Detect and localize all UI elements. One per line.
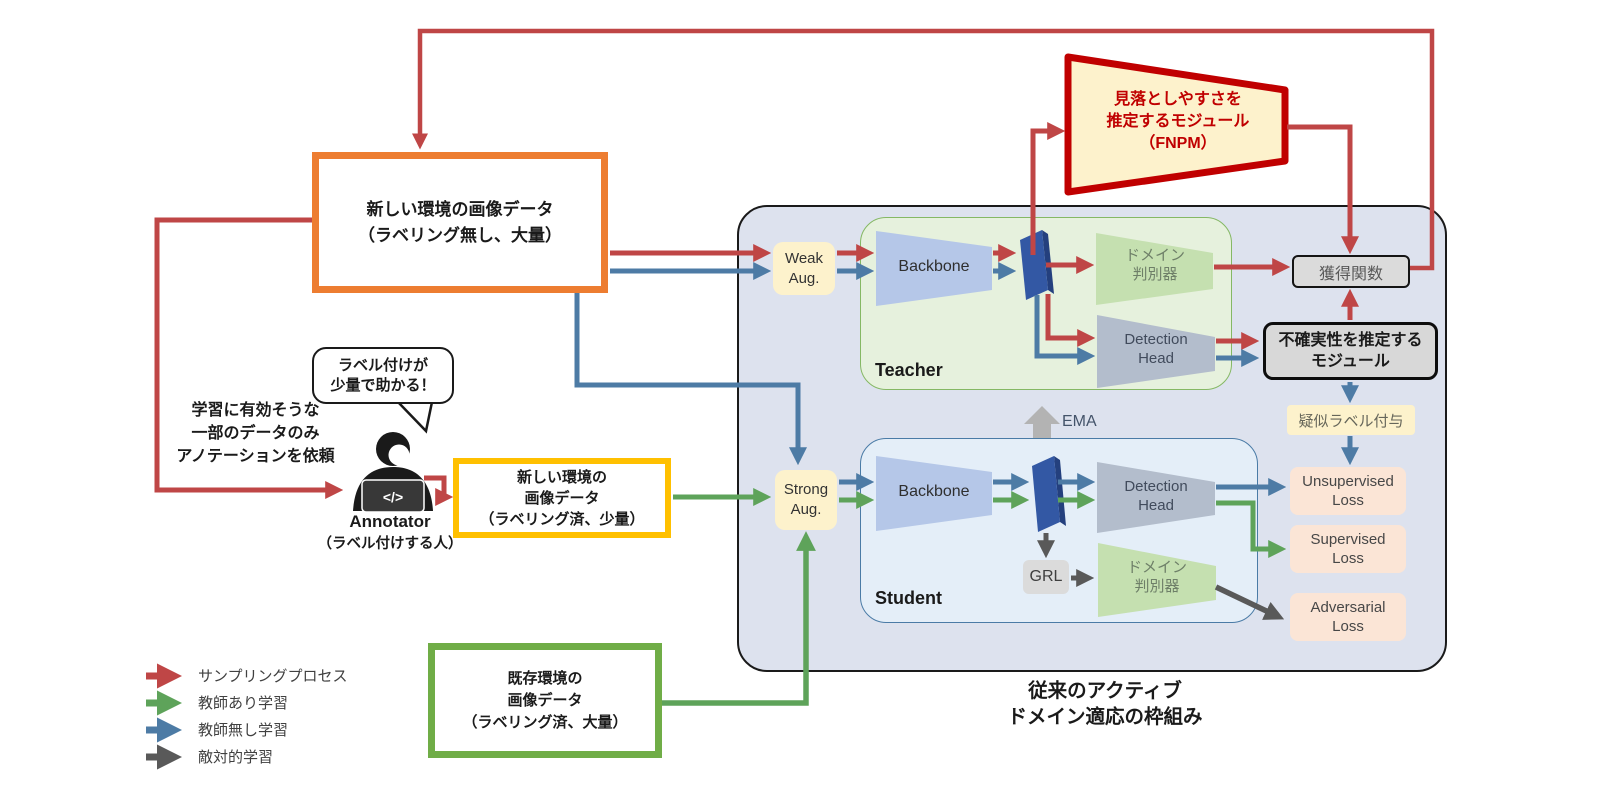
student-domain-discriminator-shape	[1098, 543, 1216, 617]
weak-aug-line1: Weak	[784, 249, 824, 267]
labeled-new-line1: 新しい環境の	[516, 468, 607, 486]
adversarial-arrows	[1037, 533, 1285, 620]
teacher-domain-discriminator-shape	[1096, 233, 1213, 305]
framework-caption: 従来のアクティブ ドメイン適応の枠組み	[955, 678, 1255, 730]
labeled-new-line3: （ラベリング済、少量）	[479, 510, 645, 528]
student-detection-head-shape	[1097, 462, 1215, 533]
acquisition-function-box: 獲得関数	[1292, 255, 1410, 288]
source-line3: （ラベリング済、大量）	[462, 713, 628, 731]
ema-label: EMA	[1062, 413, 1097, 430]
pseudo-label-box: 疑似ラベル付与	[1287, 405, 1415, 435]
request-line3: アノテーションを依頼	[176, 448, 335, 465]
uncertainty-module-box: 不確実性を推定する モジュール	[1263, 322, 1438, 380]
strong-aug-line2: Aug.	[790, 501, 822, 518]
caption-line2: ドメイン適応の枠組み	[1007, 706, 1203, 728]
annotator-icon: </>	[353, 432, 433, 513]
student-title: Student	[875, 588, 942, 608]
teacher-backbone-label: Backbone	[898, 258, 970, 275]
ema-arrow-icon	[1024, 406, 1060, 438]
legend-arrows	[146, 663, 183, 770]
unsupervised-loss-box: Unsupervised Loss	[1290, 467, 1406, 515]
source-line2: 画像データ	[507, 691, 583, 709]
student-disc-line1: ドメイン	[1126, 559, 1187, 576]
student-head-line2: Head	[1138, 497, 1174, 514]
source-line1: 既存環境の	[507, 669, 583, 687]
annotation-request-text: 学習に有効そうな 一部のデータのみ アノテーションを依頼	[158, 399, 353, 468]
teacher-feature-slab	[1020, 230, 1054, 300]
speech-line1: ラベル付けが	[337, 356, 428, 374]
fnpm-line1: 見落としやすさを	[1114, 91, 1242, 108]
student-discriminator-label: ドメイン 判別器	[1098, 558, 1216, 596]
speech-bubble-tail	[395, 400, 434, 434]
fnpm-line2: 推定するモジュール	[1106, 113, 1250, 130]
laptop-code-icon: </>	[383, 489, 403, 505]
uncertainty-line2: モジュール	[1311, 353, 1390, 370]
labeled-target-data-box: 新しい環境の 画像データ （ラベリング済、少量）	[453, 458, 671, 538]
legend-unsupervised-label: 教師無し学習	[198, 722, 289, 739]
student-detection-head-label: Detection Head	[1097, 477, 1215, 515]
sampling-arrows	[154, 28, 1435, 506]
legend-adversarial-label: 敵対的学習	[198, 749, 274, 766]
annotator-label: Annotator （ラベル付けする人）	[308, 512, 472, 553]
teacher-title: Teacher	[875, 360, 943, 380]
sup-loss-line2: Loss	[1332, 550, 1364, 567]
teacher-disc-line1: ドメイン	[1124, 247, 1185, 264]
teacher-head-line2: Head	[1138, 350, 1174, 367]
student-disc-line2: 判別器	[1134, 578, 1180, 595]
teacher-disc-line2: 判別器	[1132, 266, 1178, 283]
student-backbone-shape	[876, 456, 992, 531]
strong-aug-box: Strong Aug.	[775, 470, 837, 530]
unsupervised-arrows	[574, 262, 1359, 496]
sup-loss-line1: Supervised	[1310, 531, 1386, 548]
speech-line2: 少量で助かる！	[330, 376, 436, 394]
fnpm-shape	[1064, 53, 1289, 196]
adversarial-loss-box: Adversarial Loss	[1290, 593, 1406, 641]
supervised-loss-box: Supervised Loss	[1290, 525, 1406, 573]
annotator-role: （ラベル付けする人）	[317, 536, 463, 552]
student-head-line1: Detection	[1124, 478, 1188, 495]
request-line2: 一部のデータのみ	[191, 425, 320, 442]
teacher-head-line1: Detection	[1124, 331, 1188, 348]
unsup-loss-line1: Unsupervised	[1302, 473, 1394, 490]
teacher-detection-head-shape	[1097, 315, 1215, 388]
teacher-detection-head-label: Detection Head	[1097, 330, 1215, 368]
weak-aug-line2: Aug.	[788, 269, 820, 287]
weak-aug-box: Weak Aug.	[773, 242, 835, 295]
supervised-arrows	[662, 488, 1287, 706]
unlabeled-line2: （ラベリング無し、大量）	[358, 225, 562, 245]
caption-line1: 従来のアクティブ	[1028, 680, 1182, 702]
source-data-box: 既存環境の 画像データ （ラベリング済、大量）	[428, 643, 662, 758]
teacher-backbone-shape	[876, 231, 992, 306]
unsup-loss-line2: Loss	[1332, 492, 1364, 509]
student-feature-slab	[1032, 456, 1066, 532]
teacher-discriminator-label: ドメイン 判別器	[1096, 246, 1214, 284]
student-backbone-label: Backbone	[898, 483, 970, 500]
annotator-name: Annotator	[349, 512, 431, 531]
unlabeled-target-data-box: 新しい環境の画像データ （ラベリング無し、大量）	[312, 152, 608, 293]
adv-loss-line1: Adversarial	[1310, 599, 1386, 616]
speech-bubble: ラベル付けが 少量で助かる！	[312, 347, 454, 404]
fnpm-line3: （FNPM）	[1139, 135, 1217, 152]
unlabeled-line1: 新しい環境の画像データ	[366, 199, 554, 219]
fnpm-module-label: 見落としやすさを 推定するモジュール （FNPM）	[1080, 89, 1276, 155]
legend-sampling-label: サンプリングプロセス	[198, 668, 348, 685]
adv-loss-line2: Loss	[1332, 618, 1364, 635]
legend-supervised-label: 教師あり学習	[198, 695, 289, 712]
labeled-new-line2: 画像データ	[524, 489, 600, 507]
grl-box: GRL	[1023, 560, 1069, 594]
request-line1: 学習に有効そうな	[191, 402, 320, 419]
strong-aug-line1: Strong	[783, 481, 829, 498]
uncertainty-line1: 不確実性を推定する	[1278, 332, 1423, 349]
